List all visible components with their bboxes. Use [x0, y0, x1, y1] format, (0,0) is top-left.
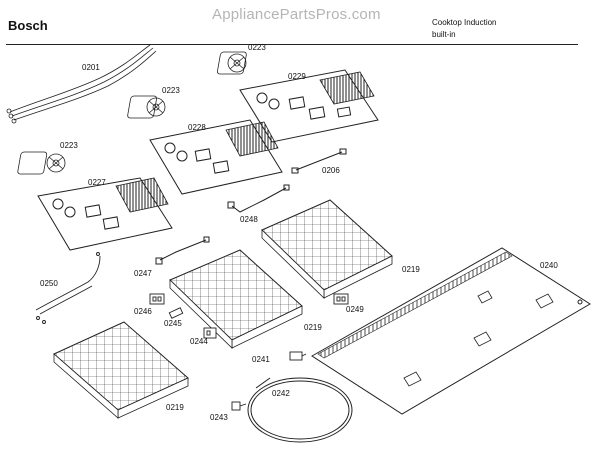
product-subtype: built-in	[432, 30, 456, 39]
label-0219-middle: 0219	[304, 323, 322, 332]
connector-0244	[203, 327, 217, 339]
power-board-0229	[239, 69, 379, 143]
connector-0246	[149, 293, 165, 305]
label-0249: 0249	[346, 305, 364, 314]
wire-harness-0248	[227, 184, 290, 213]
label-0248: 0248	[240, 215, 258, 224]
power-board-0227	[37, 177, 173, 251]
site-watermark: AppliancePartsPros.com	[212, 6, 381, 23]
label-0201: 0201	[82, 63, 100, 72]
fan-left	[17, 151, 66, 175]
power-board-0228	[149, 119, 283, 195]
mounting-frame-right	[261, 199, 393, 299]
label-0219-right: 0219	[402, 265, 420, 274]
sensor-0241	[289, 351, 307, 361]
fan-middle	[127, 95, 166, 119]
clip-0243	[231, 401, 247, 411]
label-0246: 0246	[134, 307, 152, 316]
label-0245: 0245	[164, 319, 182, 328]
label-0219-left: 0219	[166, 403, 184, 412]
ribbon-cable-0206	[291, 148, 347, 174]
label-0223-left: 0223	[60, 141, 78, 150]
product-type: Cooktop Induction	[432, 18, 497, 27]
label-0243: 0243	[210, 413, 228, 422]
label-0229: 0229	[288, 72, 306, 81]
label-0242: 0242	[272, 389, 290, 398]
connector-0249	[333, 293, 349, 305]
label-0240: 0240	[540, 261, 558, 270]
mounting-frame-middle	[169, 249, 303, 349]
seal-ring-0242	[247, 377, 353, 443]
label-0228: 0228	[188, 123, 206, 132]
mounting-frame-left	[53, 321, 189, 419]
fan-top	[217, 51, 247, 75]
wire-harness-0247	[155, 236, 210, 265]
label-0206: 0206	[322, 166, 340, 175]
label-0223-top: 0223	[248, 43, 266, 52]
header-rule	[6, 44, 578, 45]
label-0241: 0241	[252, 355, 270, 364]
brand-title: Bosch	[8, 18, 48, 33]
label-0247: 0247	[134, 269, 152, 278]
sensor-0245	[168, 307, 184, 319]
label-0250: 0250	[40, 279, 58, 288]
label-0227: 0227	[88, 178, 106, 187]
power-cord	[6, 44, 157, 124]
glass-cooktop-0240	[311, 247, 591, 415]
label-0223-middle: 0223	[162, 86, 180, 95]
label-0244: 0244	[190, 337, 208, 346]
wire-harness-0250	[35, 252, 101, 324]
